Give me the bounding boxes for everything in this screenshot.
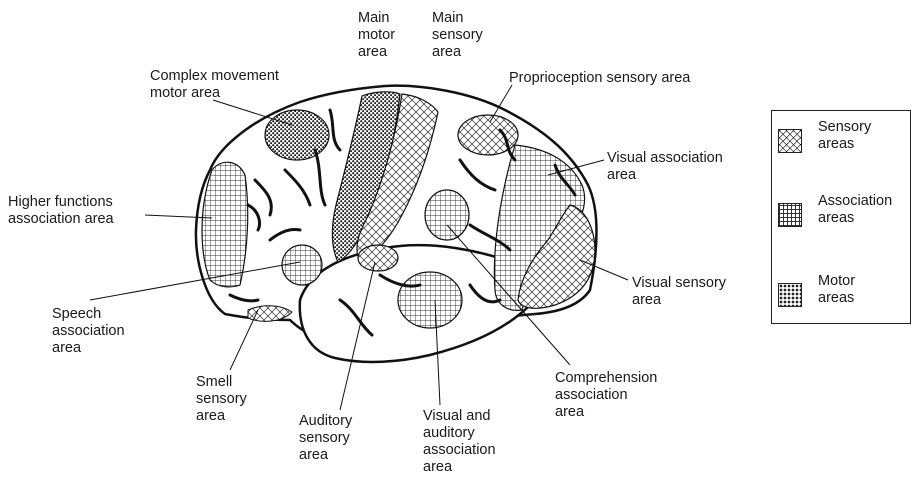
label-speech: Speech association area xyxy=(52,306,125,357)
legend-label-sensory: Sensory areas xyxy=(818,119,871,153)
label-smell: Smell sensory area xyxy=(196,374,247,425)
visual-auditory-region xyxy=(398,272,462,328)
label-visual-sensory: Visual sensory area xyxy=(632,275,726,309)
comprehension-region xyxy=(425,190,469,240)
speech-region xyxy=(282,245,322,285)
legend-swatch-association xyxy=(778,203,802,227)
label-complex-movement: Complex movement motor area xyxy=(150,68,279,102)
legend-swatch-sensory xyxy=(778,129,802,153)
label-visual-association: Visual association area xyxy=(607,150,723,184)
higher-functions-region xyxy=(202,162,248,287)
auditory-region xyxy=(358,245,398,271)
label-main-motor: Main motor area xyxy=(358,10,395,61)
label-comprehension: Comprehension association area xyxy=(555,370,657,421)
label-proprioception: Proprioception sensory area xyxy=(509,70,690,87)
label-visual-auditory: Visual and auditory association area xyxy=(423,408,496,476)
legend-label-association: Association areas xyxy=(818,193,892,227)
complex-movement-region xyxy=(265,110,329,160)
legend-label-motor: Motor areas xyxy=(818,273,855,307)
label-higher-functions: Higher functions association area xyxy=(8,194,114,228)
legend-swatch-motor xyxy=(778,283,802,307)
label-main-sensory: Main sensory area xyxy=(432,10,483,61)
label-auditory: Auditory sensory area xyxy=(299,413,352,464)
legend-item-association: Association areas xyxy=(776,193,906,233)
legend-item-motor: Motor areas xyxy=(776,273,906,313)
legend-item-sensory: Sensory areas xyxy=(776,119,906,159)
legend: Sensory areas Association areas Motor ar… xyxy=(771,110,911,324)
